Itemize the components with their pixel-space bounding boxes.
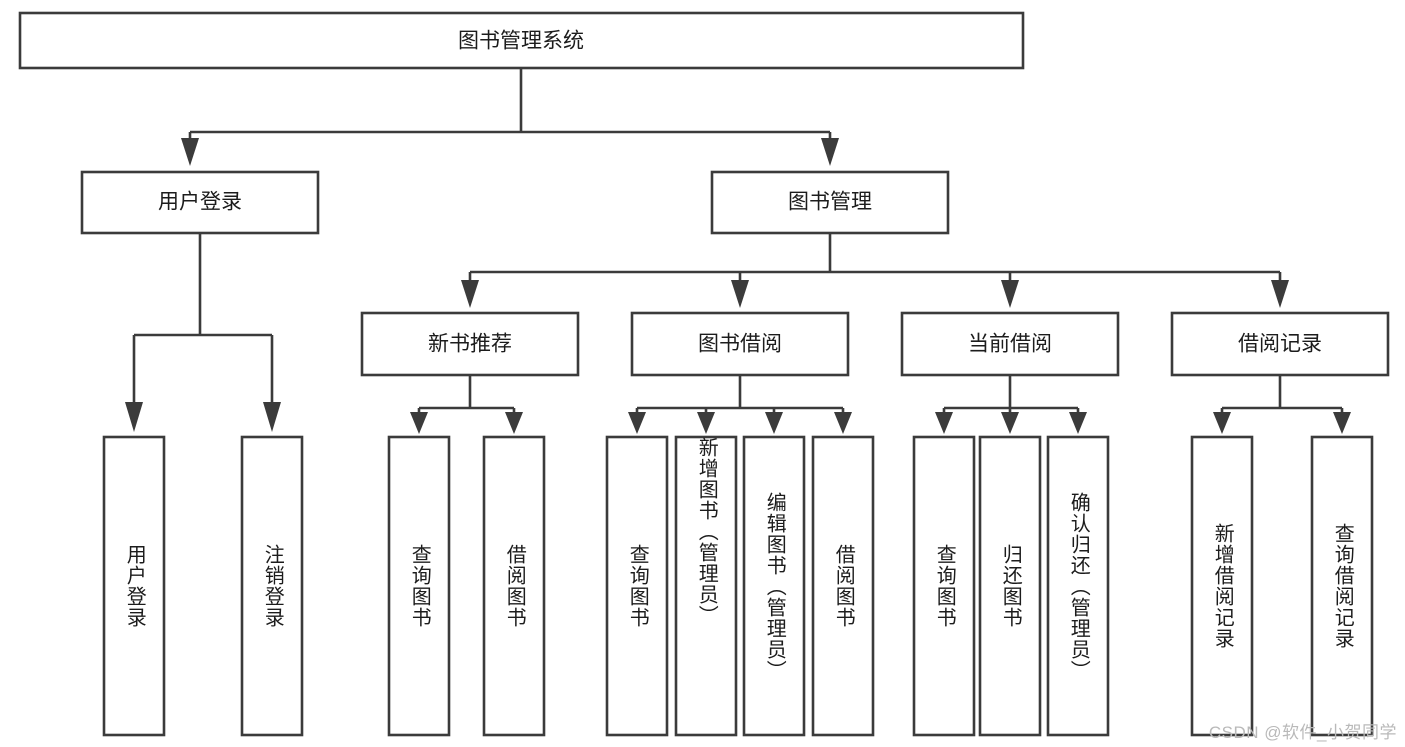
- arrowhead-leaf-book-borrow-3: [834, 412, 852, 434]
- node-borrow-record-label: 借阅记录: [1238, 333, 1322, 356]
- leaf-box-current-borrow-0[interactable]: [912, 435, 976, 737]
- node-root-box[interactable]: [18, 11, 1025, 70]
- node-new-book-recommend-box[interactable]: [360, 311, 580, 377]
- arrowhead-to-book-mgmt: [821, 138, 839, 166]
- leaf-box-current-borrow-2[interactable]: [1046, 435, 1110, 737]
- node-user-login[interactable]: 用户登录: [80, 170, 320, 235]
- arrowhead-leaf-borrow-record-0: [1213, 412, 1231, 434]
- node-book-management[interactable]: 图书管理: [710, 170, 950, 235]
- node-book-management-box[interactable]: [710, 170, 950, 235]
- arrowhead-leaf-user-login-1: [263, 402, 281, 432]
- node-new-book-recommend-label: 新书推荐: [428, 333, 512, 356]
- node-book-borrow-box[interactable]: [630, 311, 850, 377]
- leaf-box-new-book-1[interactable]: [482, 435, 546, 737]
- arrowhead-to-borrow-record: [1271, 280, 1289, 308]
- node-root[interactable]: 图书管理系统: [18, 11, 1025, 70]
- node-user-login-label: 用户登录: [158, 191, 242, 214]
- node-current-borrow-box[interactable]: [900, 311, 1120, 377]
- arrowhead-leaf-book-borrow-0: [628, 412, 646, 434]
- arrowhead-to-current-borrow: [1001, 280, 1019, 308]
- node-borrow-record[interactable]: 借阅记录: [1170, 311, 1390, 377]
- arrowhead-leaf-new-book-0: [410, 412, 428, 434]
- node-root-label: 图书管理系统: [458, 30, 584, 53]
- arrowhead-leaf-current-borrow-2: [1069, 412, 1087, 434]
- arrowhead-to-book-borrow: [731, 280, 749, 308]
- leaf-box-borrow-record-0[interactable]: [1190, 435, 1254, 737]
- leaf-box-new-book-0[interactable]: [387, 435, 451, 737]
- node-current-borrow[interactable]: 当前借阅: [900, 311, 1120, 377]
- leaf-box-borrow-record-1[interactable]: [1310, 435, 1374, 737]
- node-book-borrow[interactable]: 图书借阅: [630, 311, 850, 377]
- leaf-box-book-borrow-2[interactable]: [742, 435, 806, 737]
- arrowhead-leaf-new-book-1: [505, 412, 523, 434]
- leaf-box-current-borrow-1[interactable]: [978, 435, 1042, 737]
- arrowhead-leaf-book-borrow-2: [765, 412, 783, 434]
- arrowhead-to-user-login: [181, 138, 199, 166]
- arrowhead-leaf-borrow-record-1: [1333, 412, 1351, 434]
- arrowhead-leaf-current-borrow-1: [1001, 412, 1019, 434]
- node-current-borrow-label: 当前借阅: [968, 333, 1052, 356]
- arrowhead-leaf-book-borrow-1: [697, 412, 715, 434]
- arrowhead-leaf-current-borrow-0: [935, 412, 953, 434]
- leaf-box-book-borrow-3[interactable]: [811, 435, 875, 737]
- node-book-management-label: 图书管理: [788, 191, 872, 214]
- leaf-box-book-borrow-1[interactable]: [674, 435, 738, 737]
- node-new-book-recommend[interactable]: 新书推荐: [360, 311, 580, 377]
- leaf-box-book-borrow-0[interactable]: [605, 435, 669, 737]
- node-book-borrow-label: 图书借阅: [698, 333, 782, 356]
- arrowhead-to-new-book: [461, 280, 479, 308]
- leaf-box-user-login-1[interactable]: [240, 435, 304, 737]
- leaf-box-user-login-0[interactable]: [102, 435, 166, 737]
- node-borrow-record-box[interactable]: [1170, 311, 1390, 377]
- arrowhead-leaf-user-login-0: [125, 402, 143, 432]
- watermark: CSDN @软件_小贺同学: [1208, 723, 1397, 742]
